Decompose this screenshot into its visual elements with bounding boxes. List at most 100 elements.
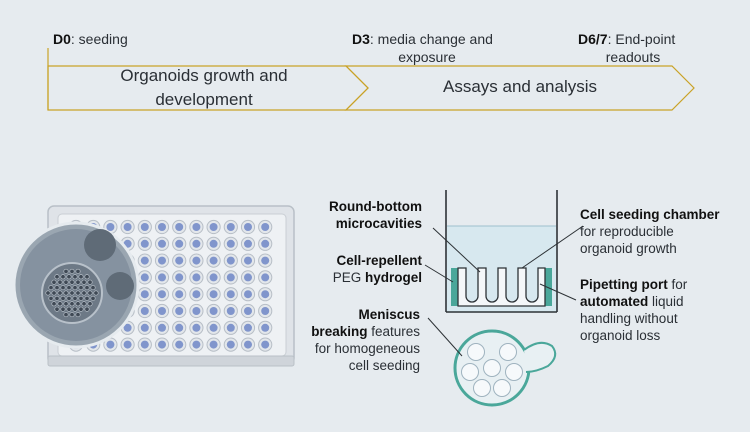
plate-well-fill [140,307,149,315]
plate-well-fill [175,273,184,282]
plate-well-fill [158,323,166,332]
plate-well-fill [123,323,132,332]
microwell [72,295,78,301]
plate-well-fill [158,273,166,282]
microwell [90,285,96,291]
microwell [66,306,72,312]
plate-well-fill [158,290,166,299]
microwell [54,306,60,312]
milestone-d0: D0: seeding [53,31,128,47]
microwell [69,268,75,274]
milestone-d67: D6/7: End-point [578,31,676,47]
microwell [60,295,66,301]
plate-well-fill [192,323,201,332]
microwell [81,290,87,296]
plate-well-fill [209,256,218,265]
plate-well-fill [158,239,166,248]
phase-arrow-assays [344,65,695,111]
plate-well-fill [209,323,218,332]
plate-well-fill [175,256,184,265]
microwell [78,285,84,291]
plate-well-fill [192,223,201,231]
plate-well-fill [261,223,270,231]
microwell [63,268,69,274]
plate-well-fill [192,290,201,299]
plate-well-fill [209,290,218,299]
microwell [57,290,63,296]
plate-well-fill [158,340,166,349]
microwell [51,290,57,296]
plate-well-fill [175,239,184,248]
microwell [75,290,81,296]
microwell [60,306,66,312]
plate-well-fill [175,340,184,349]
plate-well-fill [209,239,218,248]
plate-well-fill [192,239,201,248]
plate-well-fill [140,273,149,282]
plate-well-fill [261,290,270,299]
bottom-microcavity [483,359,501,377]
microwell [63,301,69,307]
microwell [60,285,66,291]
microwell [78,274,84,280]
microwell [54,285,60,291]
plate-well-fill [244,340,252,349]
plate-well-fill [192,307,201,315]
phase-growth-line2: development [155,90,253,109]
plate-well-fill [226,256,235,265]
plate-well-fill [209,223,218,231]
plate-well-fill [192,273,201,282]
microwell [60,274,66,280]
plate-well-fill [175,223,184,231]
plate-well-fill [244,223,252,231]
plate-well-fill [226,239,235,248]
microwell [84,285,90,291]
microwell [48,295,54,301]
plate-well-fill [123,340,132,349]
microwell [75,268,81,274]
microwell [84,274,90,280]
microwell [78,306,84,312]
microwell [54,274,60,280]
microwell [78,295,84,301]
microwell [93,290,99,296]
microwell [48,285,54,291]
microwell [51,279,57,285]
well-cross-section [445,190,558,313]
microwell [72,285,78,291]
plate-well-fill [140,323,149,332]
plate-well-fill [226,290,235,299]
bottom-microcavity [499,343,517,361]
microwell [87,290,93,296]
microwell [81,279,87,285]
microwell [75,301,81,307]
plate-well-fill [261,340,270,349]
microwell [51,301,57,307]
plate-well-fill [158,223,166,231]
plate-well-fill [192,340,201,349]
plate-well-fill [244,307,252,315]
microwell [69,290,75,296]
plate-well-fill [140,239,149,248]
phase-assays: Assays and analysis [442,77,598,96]
plate-well-fill [226,307,235,315]
plate-well-fill [175,323,184,332]
plate-well-fill [175,307,184,315]
microwell [63,279,69,285]
plate-well-fill [244,290,252,299]
microwell [87,279,93,285]
plate-well-fill [106,340,115,349]
plate-well-fill [261,323,270,332]
plate-well-fill [226,273,235,282]
microwell [69,312,75,318]
bottom-microcavity [505,363,523,381]
plate-well-fill [261,239,270,248]
microwell [66,295,72,301]
microwell [54,295,60,301]
microwell [75,312,81,318]
